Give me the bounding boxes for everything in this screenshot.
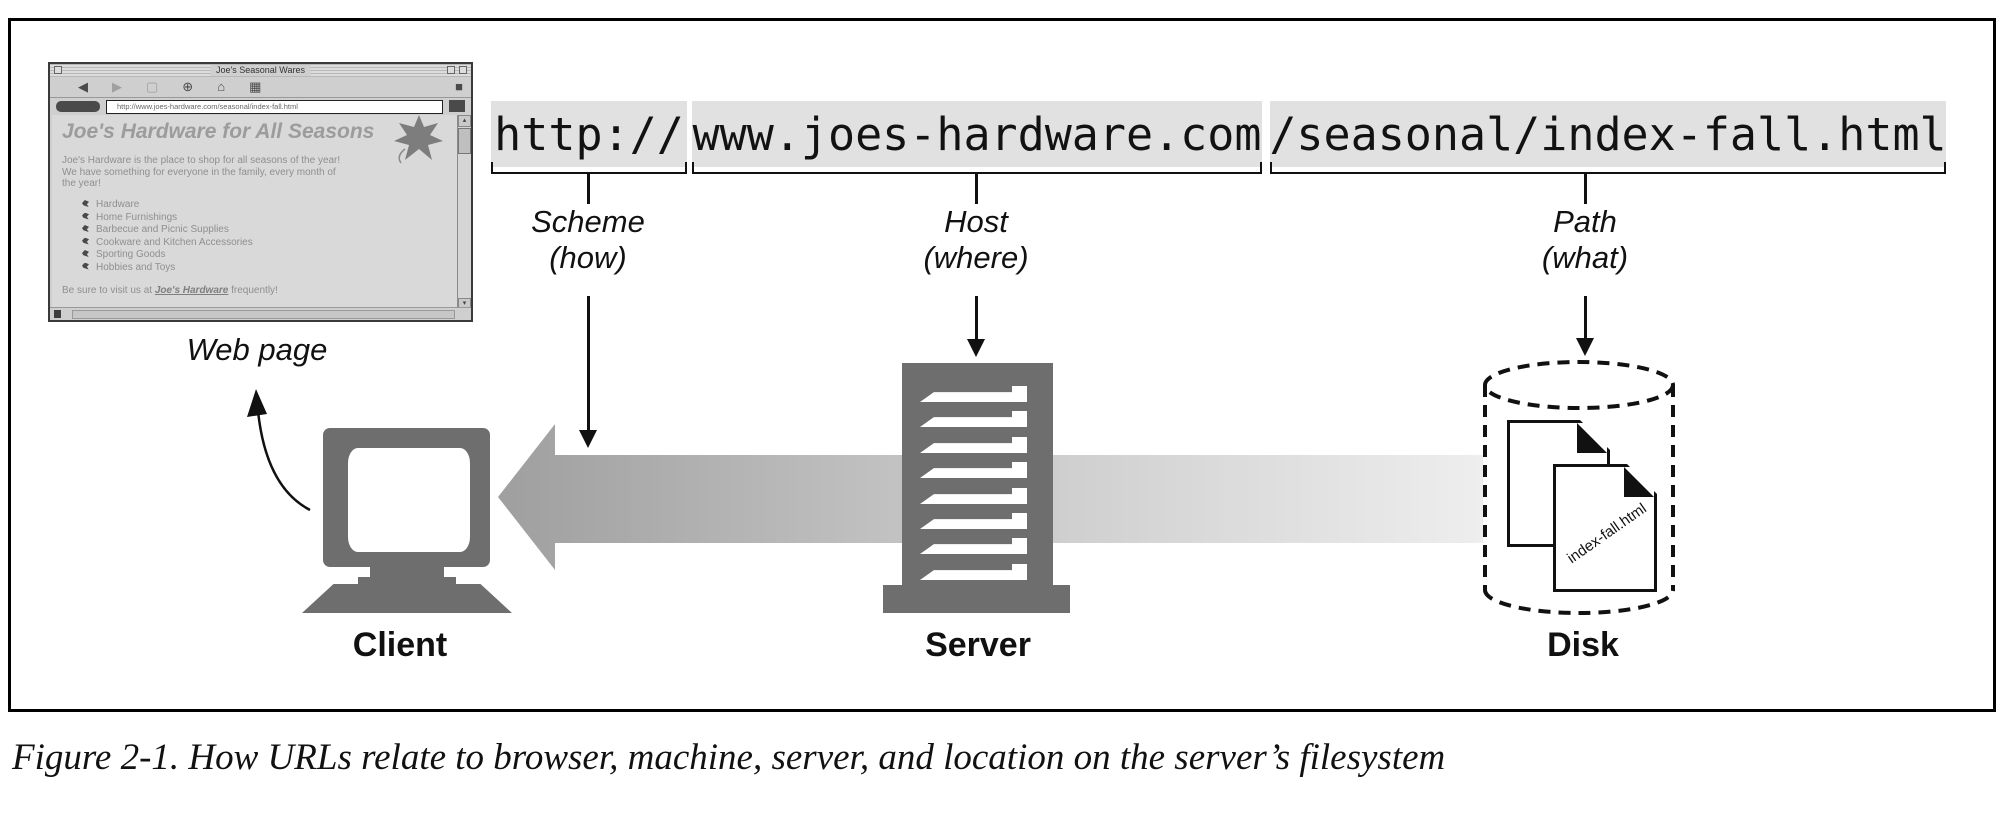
web-page-label: Web page [186,332,328,367]
client-base [302,584,512,613]
leaf-bullet-icon [82,237,89,245]
client-neck [370,567,444,579]
path-arrowhead-icon [1576,338,1594,356]
category-list: Hardware Home Furnishings Barbecue and P… [82,199,253,274]
status-well [72,310,455,319]
go-button[interactable] [449,100,465,112]
scheme-label: Scheme(how) [531,204,645,275]
page-heading: Joe's Hardware for All Seasons [62,120,375,143]
browser-addressbar: http://www.joes-hardware.com/seasonal/in… [50,98,471,115]
list-item[interactable]: Barbecue and Picnic Supplies [82,224,253,237]
leaf-bullet-icon [82,225,89,232]
list-item[interactable]: Home Furnishings [82,212,253,225]
browser-titlebar[interactable]: Joe's Seasonal Wares [50,64,471,77]
globe-icon[interactable]: ⊕ [182,79,194,94]
server-base [883,585,1070,613]
host-connector [975,174,978,204]
path-label: Path(what) [1541,204,1629,275]
url-scheme-box: http:// [491,101,687,167]
home-icon[interactable]: ⌂ [217,79,226,94]
maple-leaf-icon [394,115,443,164]
web-page-curved-arrow [247,389,311,512]
scrollbar-thumb[interactable] [458,128,471,154]
scheme-arrowhead-icon [579,430,597,448]
list-item[interactable]: Cookware and Kitchen Accessories [82,237,253,250]
disk-label: Disk [1547,626,1619,664]
address-menu-button[interactable] [56,101,100,112]
url-host-box: www.joes-hardware.com [692,101,1262,167]
print-icon[interactable]: ▦ [249,79,262,94]
scroll-up-icon[interactable]: ▴ [458,115,471,127]
forward-icon[interactable]: ▶ [112,79,122,94]
client-step [358,577,456,586]
closing-line: Be sure to visit us at Joe's Hardware fr… [62,285,278,296]
list-item[interactable]: Hardware [82,199,253,212]
host-bracket [692,162,1262,174]
disk-file-label: index-fall.html [1564,500,1650,568]
document-icon-index-fall: index-fall.html [1553,464,1657,592]
leaf-bullet-icon [82,262,89,270]
client-screen [348,448,470,552]
leaf-bullet-icon [82,250,89,257]
host-arrowhead-icon [967,339,985,357]
path-bracket [1270,162,1946,174]
scheme-connector [587,174,590,204]
host-label: Host(where) [923,204,1029,275]
app-logo-icon: ■ [455,79,463,94]
intro-line: Joe's Hardware is the place to shop for … [62,155,341,166]
intro-line: the year! [62,178,101,189]
intro-paragraph: Joe's Hardware is the place to shop for … [62,155,340,190]
stop-icon[interactable]: ▢ [146,79,159,94]
status-icon [54,310,61,318]
zoom-box-icon[interactable] [447,66,455,74]
server-label: Server [925,626,1031,664]
server-tower-icon [902,363,1053,587]
browser-title: Joe's Seasonal Wares [210,65,311,76]
intro-line: We have something for everyone in the fa… [62,166,336,178]
scheme-arrow-line [587,296,590,432]
joes-hardware-link[interactable]: Joe's Hardware [154,285,229,296]
browser-window: Joe's Seasonal Wares ◀ ▶ ▢ ⊕ ⌂ ▦ ■ http:… [48,62,473,322]
collapse-box-icon[interactable] [459,66,467,74]
path-arrow-line [1584,296,1587,340]
scheme-bracket [491,162,687,174]
back-icon[interactable]: ◀ [78,79,88,94]
leaf-bullet-icon [82,200,89,207]
client-label: Client [352,626,448,664]
url-path-box: /seasonal/index-fall.html [1269,101,1947,167]
close-box-icon[interactable] [54,66,62,74]
browser-page-content: Joe's Hardware for All Seasons Joe's Har… [52,115,457,310]
browser-toolbar: ◀ ▶ ▢ ⊕ ⌂ ▦ ■ [50,77,471,98]
figure-caption: Figure 2-1. How URLs relate to browser, … [12,737,1446,778]
host-arrow-line [975,296,978,340]
list-item[interactable]: Hobbies and Toys [82,262,253,275]
list-item[interactable]: Sporting Goods [82,249,253,262]
path-connector [1584,174,1587,204]
leaf-bullet-icon [82,212,89,220]
address-input[interactable]: http://www.joes-hardware.com/seasonal/in… [106,100,443,114]
vertical-scrollbar[interactable]: ▴ ▾ [457,115,471,310]
browser-statusbar [50,307,471,320]
